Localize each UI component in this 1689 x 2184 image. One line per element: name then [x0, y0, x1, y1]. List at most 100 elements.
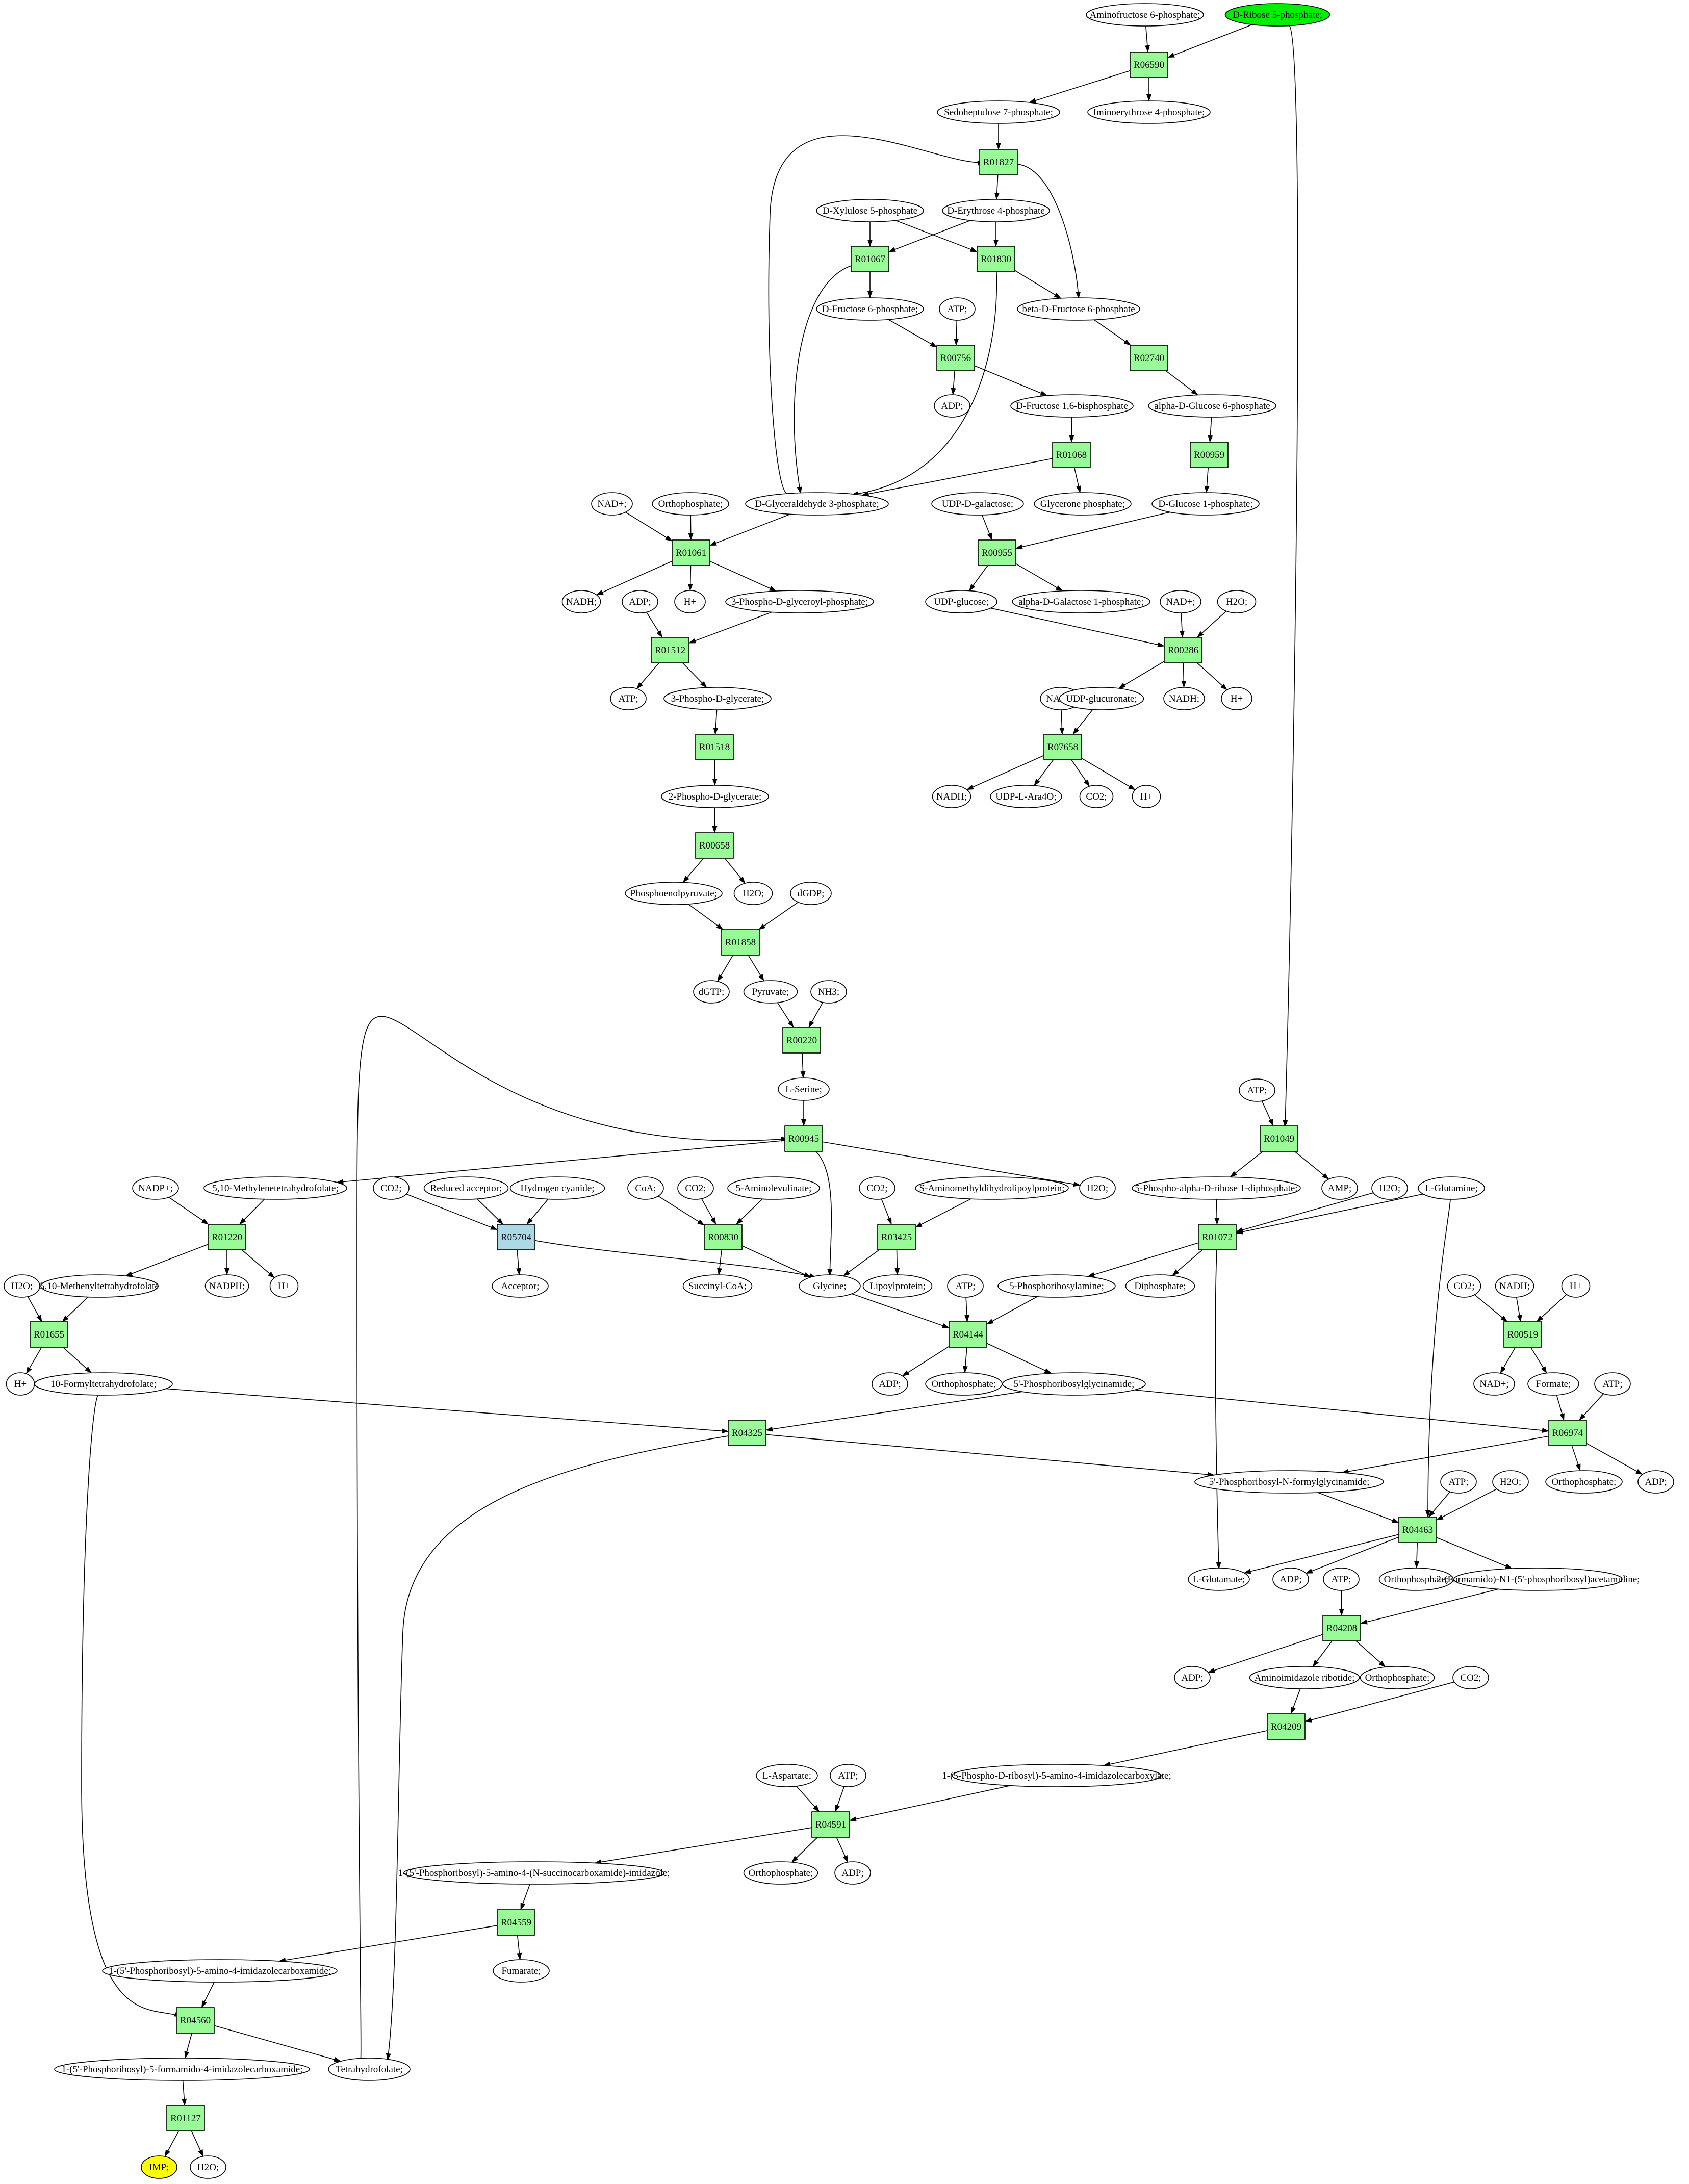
- reaction-box: [1164, 637, 1202, 663]
- edge-m_h2o5-to-R01655: [27, 1296, 42, 1322]
- metabolite-label: ADP;: [941, 401, 963, 412]
- edge-R00658-to-m_h2o2: [724, 858, 746, 884]
- reaction-box: [497, 1224, 535, 1250]
- edge-m_ala-to-R00830: [736, 1198, 763, 1225]
- reaction-box: [176, 2007, 215, 2034]
- edge-m_nadp-to-R01220: [168, 1197, 209, 1225]
- edge-R04591-to-m_adp7: [836, 1837, 849, 1863]
- edge-m_r5p-to-R01049: [1283, 25, 1298, 1127]
- edge-m_adp2-to-R01512: [646, 612, 663, 638]
- edge-m_asp-to-R04591: [796, 1786, 820, 1812]
- edge-R02740-to-m_ag6p: [1165, 370, 1198, 396]
- edge-R00830-to-m_succoa: [717, 1249, 722, 1276]
- reaction-node-R00286: R00286: [1164, 637, 1202, 663]
- metabolite-node-m_adp6: ADP;: [1174, 1666, 1211, 1689]
- metabolite-label: NAD+;: [597, 499, 626, 509]
- edge-R04209-to-m_cair: [1103, 1730, 1268, 1767]
- edge-R00945-to-m_gly: [815, 1151, 833, 1276]
- metabolite-ellipse: [190, 2155, 226, 2179]
- metabolite-ellipse: [1217, 590, 1257, 613]
- reaction-node-R00830: R00830: [704, 1224, 743, 1250]
- metabolite-label: 5'-Phosphoribosyl-N-formylglycinamide;: [1209, 1477, 1370, 1487]
- metabolite-ellipse: [1452, 1666, 1489, 1689]
- metabolite-ellipse: [1492, 1470, 1529, 1494]
- edge-R00220-to-m_ser: [800, 1052, 806, 1078]
- edge-R05704-to-m_gly: [534, 1240, 816, 1278]
- metabolite-ellipse: [625, 882, 723, 905]
- metabolite-label: ADP;: [1181, 1673, 1203, 1683]
- edge-R00959-to-m_g1p: [1204, 467, 1210, 494]
- metabolite-node-m_nad2: NAD+;: [1160, 590, 1201, 613]
- metabolite-ellipse: [1323, 1568, 1360, 1591]
- reaction-node-R06590: R06590: [1130, 52, 1168, 78]
- reaction-box: [695, 832, 734, 859]
- edge-m_cair-to-R04591: [849, 1785, 1011, 1822]
- metabolite-node-m_h6: H+: [6, 1372, 35, 1396]
- metabolite-node-m_co2d: CO2;: [859, 1176, 895, 1200]
- metabolite-label: D-Erythrose 4-phosphate: [947, 205, 1045, 216]
- metabolite-node-m_nadh4: NADH;: [1495, 1274, 1534, 1298]
- edge-m_fthf-to-R04560: [81, 1395, 182, 2017]
- metabolite-ellipse: [934, 394, 970, 418]
- reaction-box: [1043, 734, 1082, 760]
- metabolite-node-m_h5: H+: [1561, 1274, 1591, 1298]
- edge-m_atp4-to-R04144: [964, 1297, 969, 1322]
- reaction-node-R04209: R04209: [1267, 1713, 1306, 1740]
- metabolite-ellipse: [1079, 785, 1114, 808]
- metabolite-label: Orthophosphate;: [1365, 1673, 1430, 1683]
- edge-m_r5p-to-R06590: [1167, 24, 1252, 58]
- reaction-node-R04144: R04144: [949, 1321, 987, 1348]
- metabolite-label: CO2;: [380, 1183, 401, 1194]
- edge-m_pra-to-R04144: [986, 1296, 1038, 1325]
- metabolite-ellipse: [4, 1274, 40, 1298]
- metabolite-node-m_atp4: ATP;: [947, 1274, 984, 1298]
- metabolite-ellipse: [1017, 297, 1140, 321]
- metabolite-node-m_pi6: Orthophosphate;: [743, 1861, 818, 1885]
- edge-m_co2d-to-R03425: [881, 1199, 892, 1225]
- metabolite-label: NADP+;: [138, 1183, 173, 1194]
- reaction-label: R00220: [786, 1035, 817, 1046]
- metabolite-node-m_aicar: 1-(5'-Phosphoribosyl)-5-amino-4-imidazol…: [102, 1959, 338, 1983]
- metabolite-label: NADH;: [936, 791, 967, 802]
- edge-R04560-to-m_thf: [214, 2025, 342, 2062]
- edge-R01049-to-m_prpp: [1230, 1151, 1263, 1177]
- edge-m_bf6p-to-R02740: [1094, 319, 1131, 346]
- metabolite-label: UDP-glucose;: [934, 597, 989, 607]
- metabolite-node-m_pyr: Pyruvate;: [743, 980, 798, 1004]
- reaction-box: [811, 1811, 850, 1838]
- metabolite-node-m_nadh3: NADH;: [932, 785, 971, 808]
- reaction-label: R01068: [1056, 450, 1087, 460]
- edge-m_nad3-to-R07658: [1059, 709, 1065, 735]
- reaction-label: R04209: [1271, 1721, 1301, 1732]
- metabolite-ellipse: [1321, 1176, 1358, 1200]
- metabolite-node-m_amf6p: Aminofructose 6-phosphate;: [1086, 3, 1204, 27]
- edge-R04325-to-m_fgar: [765, 1434, 1215, 1477]
- metabolite-node-m_ie4p: Iminoerythrose 4-phosphate;: [1087, 100, 1211, 124]
- metabolite-label: IMP;: [149, 2162, 169, 2173]
- metabolite-ellipse: [1194, 1470, 1384, 1494]
- metabolite-ellipse: [1086, 3, 1204, 27]
- edge-R01827-to-m_e4p: [994, 174, 1000, 200]
- reaction-box: [672, 539, 710, 566]
- reaction-label: R01049: [1264, 1134, 1294, 1144]
- edge-m_bpg-to-R01512: [688, 611, 772, 644]
- reaction-node-R00658: R00658: [695, 832, 734, 859]
- reaction-node-R01827: R01827: [979, 149, 1018, 175]
- metabolite-node-m_asp: L-Aspartate;: [756, 1764, 818, 1787]
- reaction-box: [1130, 345, 1168, 371]
- metabolite-ellipse: [54, 2058, 310, 2081]
- metabolite-label: ATP;: [618, 693, 638, 704]
- metabolite-label: S-Aminomethyldihydrolipoylprotein;: [919, 1183, 1065, 1194]
- metabolite-node-m_nadh2: NADH;: [1163, 687, 1205, 710]
- metabolite-label: H+: [1231, 693, 1243, 704]
- metabolite-label: Iminoerythrose 4-phosphate;: [1093, 107, 1205, 118]
- metabolite-label: H2O;: [1087, 1183, 1108, 1194]
- reaction-node-R01518: R01518: [695, 734, 734, 760]
- edge-m_hcn-to-R05704: [526, 1199, 549, 1225]
- metabolite-label: Hydrogen cyanide;: [520, 1183, 594, 1194]
- edge-R00955-to-m_agal1p: [1015, 563, 1063, 592]
- reaction-node-R00959: R00959: [1190, 442, 1229, 468]
- metabolite-label: AMP;: [1328, 1183, 1351, 1194]
- reaction-node-R00756: R00756: [936, 345, 975, 371]
- edge-R01220-to-m_h4: [241, 1249, 275, 1278]
